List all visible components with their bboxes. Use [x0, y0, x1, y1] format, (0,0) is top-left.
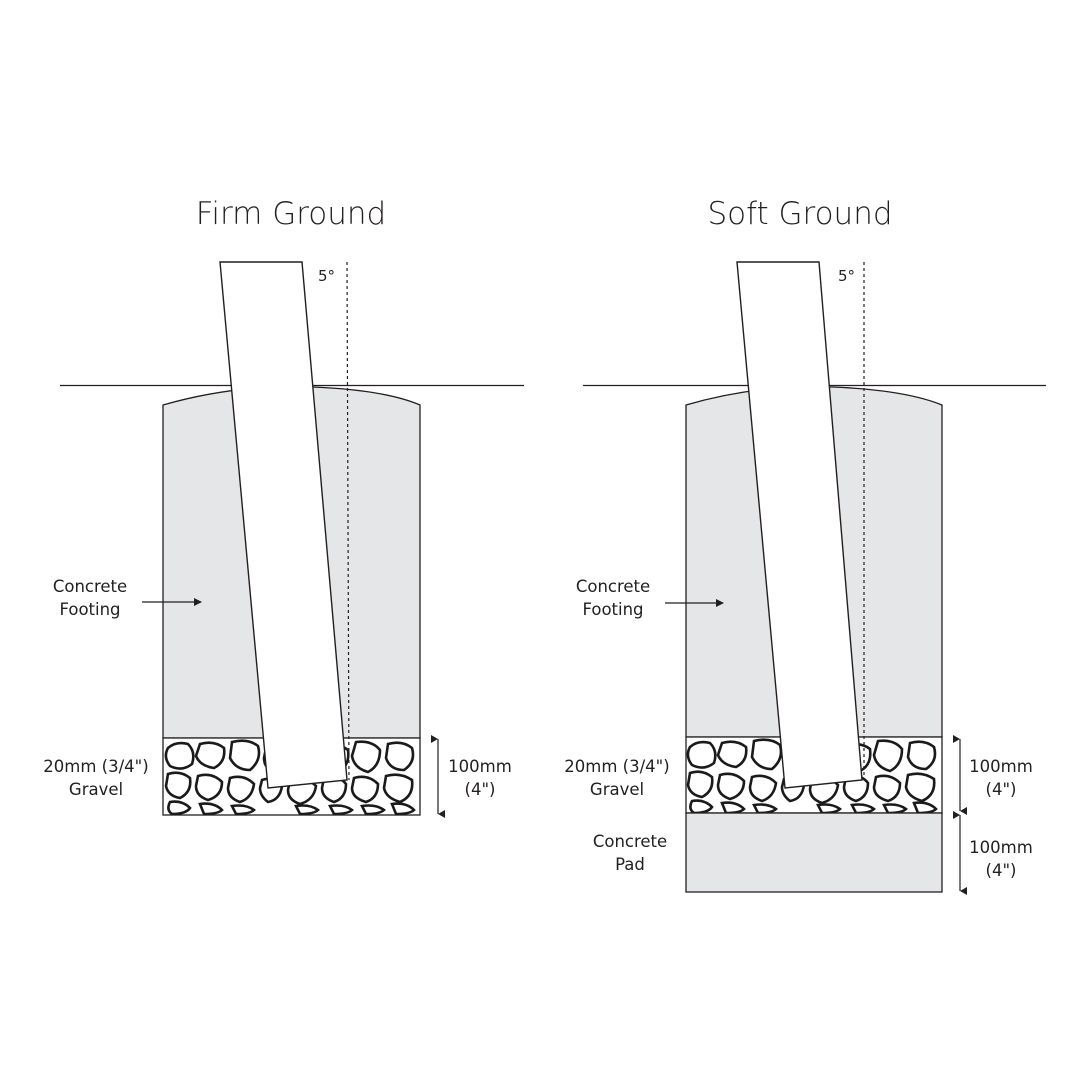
angle-label: 5° [838, 267, 855, 285]
gravel-label-line2: Gravel [590, 780, 644, 799]
pad-label-line1: Concrete [593, 832, 667, 851]
pad-label-line2: Pad [615, 855, 645, 874]
concrete-pad [685, 812, 943, 893]
angle-label: 5° [318, 267, 335, 285]
footing-label-line2: Footing [59, 600, 120, 619]
gravel-label-line2: Gravel [69, 780, 123, 799]
panel-title: Soft Ground [707, 196, 892, 232]
footing-label-line2: Footing [582, 600, 643, 619]
panel-title: Firm Ground [196, 196, 386, 232]
gravel-label-line1: 20mm (3/4") [43, 757, 148, 776]
footing-label-line1: Concrete [53, 577, 127, 596]
gravel-depth-line2: (4") [465, 780, 496, 799]
post [219, 261, 348, 789]
vertical-reference-line [346, 261, 350, 781]
gravel-depth-line1: 100mm [448, 757, 512, 776]
gravel-depth-line1: 100mm [969, 757, 1033, 776]
panel-soft-ground: Soft Ground 5° Concrete Footing 20mm (3/… [564, 196, 1046, 895]
pad-depth-line2: (4") [986, 861, 1017, 880]
panel-firm-ground: Firm Ground 5° Concrete Footing 20mm (3/… [43, 196, 524, 818]
gravel-depth-line2: (4") [986, 780, 1017, 799]
gravel-label-line1: 20mm (3/4") [564, 757, 669, 776]
footing-label-line1: Concrete [576, 577, 650, 596]
pad-depth-line1: 100mm [969, 838, 1033, 857]
post [736, 261, 863, 789]
